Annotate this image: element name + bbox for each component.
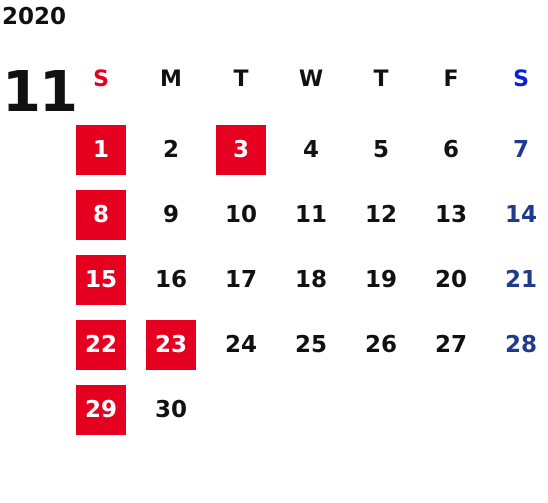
day-number: 14 xyxy=(504,202,537,228)
day-cell: 10 xyxy=(206,190,276,240)
day-cell: 13 xyxy=(416,190,486,240)
day-cell: 8 xyxy=(66,190,136,240)
day-number: 11 xyxy=(294,202,327,228)
day-cell: 21 xyxy=(486,255,548,305)
day-number: 27 xyxy=(434,332,467,358)
day-cell: 27 xyxy=(416,320,486,370)
weekday-friday: F xyxy=(443,67,459,92)
day-number: 13 xyxy=(434,202,467,228)
empty-day xyxy=(426,385,476,435)
day-number: 9 xyxy=(162,202,179,228)
day-number: 22 xyxy=(76,320,126,370)
weekday-wednesday: W xyxy=(298,67,324,92)
day-cell: 24 xyxy=(206,320,276,370)
day-cell: 22 xyxy=(66,320,136,370)
empty-day xyxy=(216,385,266,435)
week-row: 15 16 17 18 19 20 21 xyxy=(66,255,548,305)
empty-day xyxy=(356,385,406,435)
day-cell: 23 xyxy=(136,320,206,370)
day-cell: 18 xyxy=(276,255,346,305)
day-number: 8 xyxy=(76,190,126,240)
day-cell xyxy=(276,385,346,435)
day-number: 26 xyxy=(364,332,397,358)
weekday-thursday: T xyxy=(373,67,389,92)
week-row: 8 9 10 11 12 13 14 xyxy=(66,190,548,240)
week-row: 29 30 xyxy=(66,385,548,435)
day-cell: 17 xyxy=(206,255,276,305)
day-number: 5 xyxy=(372,137,389,163)
week-row: 22 23 24 25 26 27 28 xyxy=(66,320,548,370)
day-number: 18 xyxy=(294,267,327,293)
day-number: 30 xyxy=(154,397,187,423)
day-number: 3 xyxy=(216,125,266,175)
day-cell: 1 xyxy=(66,125,136,175)
empty-day xyxy=(286,385,336,435)
day-number: 29 xyxy=(76,385,126,435)
weekday-monday: M xyxy=(160,67,182,92)
empty-day xyxy=(496,385,546,435)
day-number: 20 xyxy=(434,267,467,293)
day-cell: 16 xyxy=(136,255,206,305)
day-number: 4 xyxy=(302,137,319,163)
day-number: 28 xyxy=(504,332,537,358)
day-number: 1 xyxy=(76,125,126,175)
day-cell xyxy=(206,385,276,435)
day-cell: 20 xyxy=(416,255,486,305)
day-cell: 5 xyxy=(346,125,416,175)
day-number: 7 xyxy=(512,137,529,163)
day-cell: 30 xyxy=(136,385,206,435)
day-cell: 4 xyxy=(276,125,346,175)
day-number: 2 xyxy=(162,137,179,163)
day-cell: 3 xyxy=(206,125,276,175)
day-cell xyxy=(346,385,416,435)
day-cell: 25 xyxy=(276,320,346,370)
weekday-saturday: S xyxy=(513,67,529,92)
day-cell: 6 xyxy=(416,125,486,175)
day-cell: 28 xyxy=(486,320,548,370)
day-number: 17 xyxy=(224,267,257,293)
day-number: 6 xyxy=(442,137,459,163)
day-number: 23 xyxy=(146,320,196,370)
weekday-sunday: S xyxy=(93,67,109,92)
day-number: 21 xyxy=(504,267,537,293)
week-row: 1 2 3 4 5 6 7 xyxy=(66,125,548,175)
day-number: 15 xyxy=(76,255,126,305)
day-number: 25 xyxy=(294,332,327,358)
day-cell: 12 xyxy=(346,190,416,240)
weekday-header-row: S M T W T F S xyxy=(66,60,548,100)
day-cell: 29 xyxy=(66,385,136,435)
day-cell: 15 xyxy=(66,255,136,305)
day-cell: 11 xyxy=(276,190,346,240)
weekday-tuesday: T xyxy=(233,67,249,92)
day-number: 16 xyxy=(154,267,187,293)
day-number: 24 xyxy=(224,332,257,358)
day-number: 12 xyxy=(364,202,397,228)
day-cell: 7 xyxy=(486,125,548,175)
day-cell: 9 xyxy=(136,190,206,240)
day-cell xyxy=(486,385,548,435)
day-number: 10 xyxy=(224,202,257,228)
day-cell: 26 xyxy=(346,320,416,370)
day-cell: 14 xyxy=(486,190,548,240)
year-label: 2020 xyxy=(2,4,67,30)
day-cell xyxy=(416,385,486,435)
day-cell: 2 xyxy=(136,125,206,175)
month-number: 11 xyxy=(2,60,78,125)
day-number: 19 xyxy=(364,267,397,293)
day-cell: 19 xyxy=(346,255,416,305)
